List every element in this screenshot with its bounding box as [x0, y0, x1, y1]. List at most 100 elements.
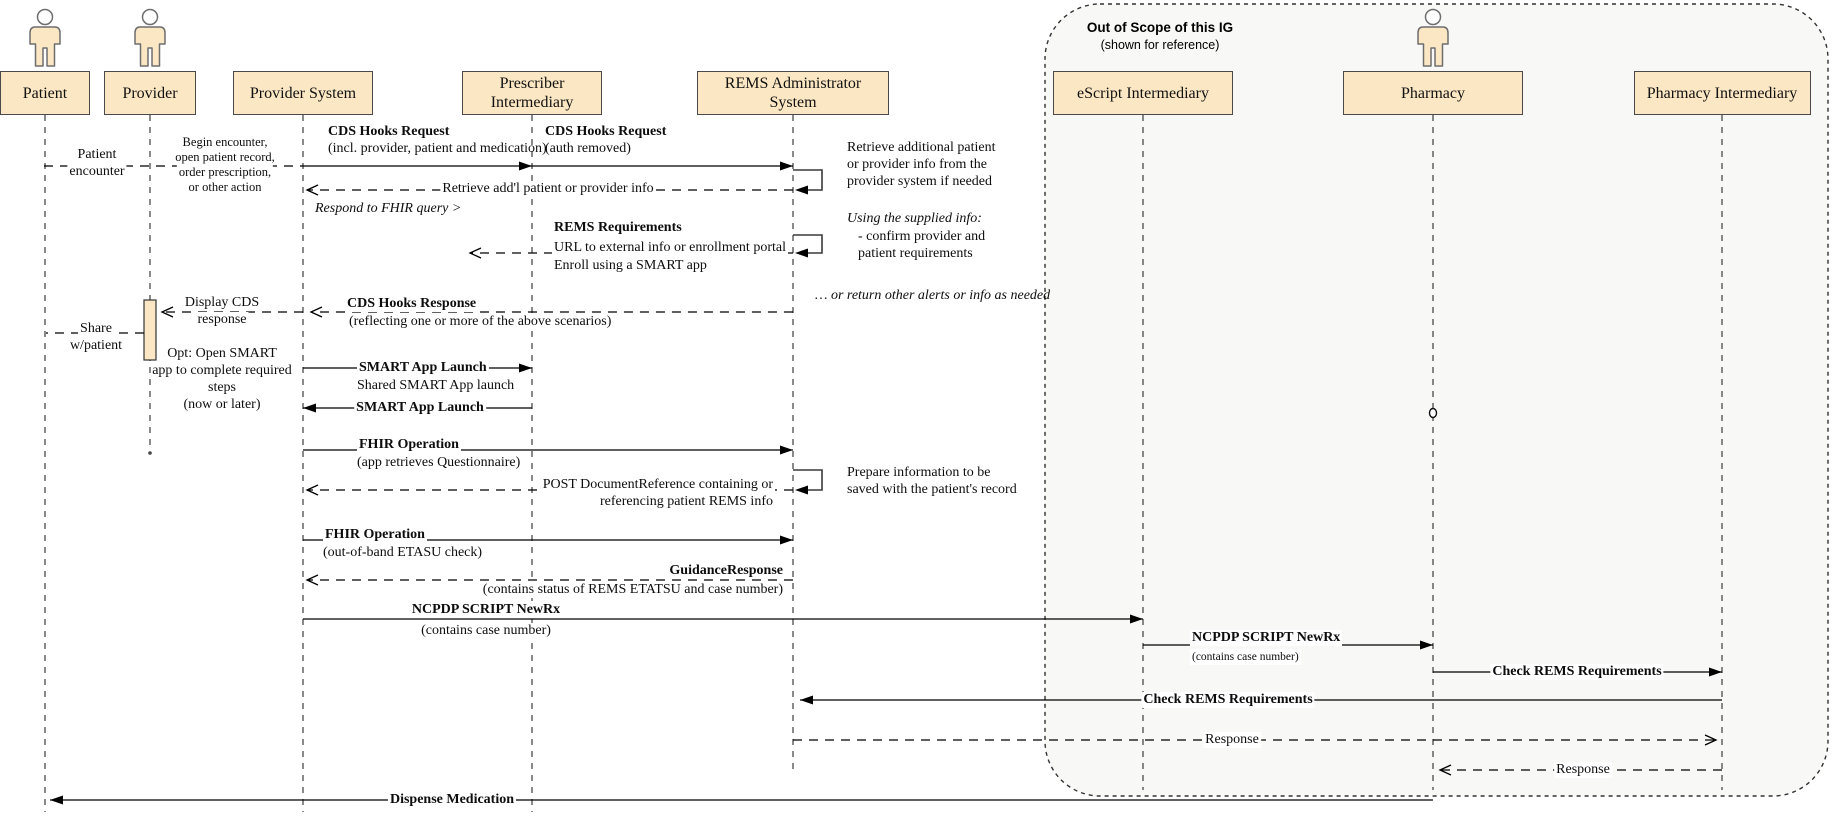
actor-box-pharmacy-intermediary: Pharmacy Intermediary [1633, 71, 1811, 115]
message-label-rems-requirements-2: URL to external info or enrollment porta… [552, 240, 788, 256]
message-label-post-documentreference-1: POST DocumentReference containing or [540, 477, 775, 493]
actor-box-provider-system: Provider System [233, 71, 373, 115]
actor-label-patient: Patient [22, 84, 68, 102]
actor-label-rems-administrator-system-line1: REMS Administrator [724, 75, 862, 92]
person-icon-provider [134, 26, 166, 67]
message-label-share-w-patient-2: w/patient [67, 338, 125, 354]
rems-self-loop-prepare [793, 469, 823, 491]
cds-hooks-request-2-arrowhead [780, 161, 793, 171]
actor-label-provider-system: Provider System [249, 84, 357, 102]
message-label-share-w-patient-1: Share [78, 321, 114, 337]
message-label-guidance-response-2: (contains status of REMS ETATSU and case… [480, 582, 785, 598]
message-label-patient-encounter-1: Patient [75, 147, 119, 163]
actor-box-escript-intermediary: eScript Intermediary [1053, 71, 1233, 115]
message-label-response-to-pharmacy-1: Response [1554, 762, 1612, 778]
provider-activation-bar [143, 299, 157, 361]
message-label-retrieve-addl-info-1: Retrieve add'l patient or provider info [440, 181, 656, 197]
message-label-ncpdp-script-newrx-2-2: (contains case number) [1190, 649, 1301, 665]
message-label-guidance-response-1: GuidanceResponse [667, 563, 785, 579]
actor-label-provider: Provider [122, 84, 178, 102]
message-label-cds-hooks-response-1: CDS Hooks Response [345, 296, 479, 312]
retrieve-additional-note-3: provider system if needed [847, 174, 993, 189]
actor-label-pharmacy: Pharmacy [1401, 84, 1465, 102]
message-label-cds-hooks-request-1-1: CDS Hooks Request [328, 124, 450, 139]
actor-box-provider: Provider [104, 71, 196, 115]
prepare-information-note-2: saved with the patient's record [847, 482, 1017, 497]
smart-app-launch-arrowhead [303, 403, 316, 413]
message-label-fhir-operation-etasu-2: (out-of-band ETASU check) [323, 545, 483, 560]
message-label-cds-hooks-request-2-2: (auth removed) [545, 141, 631, 156]
person-icon-pharmacy [1417, 26, 1449, 67]
respond-to-fhir-query-note: Respond to FHIR query > [315, 201, 462, 216]
message-label-smart-app-launch-shared-1: SMART App Launch [357, 360, 489, 376]
person-icon-head-provider [141, 8, 159, 26]
rems-self-loop-prepare-arrowhead [795, 485, 808, 495]
actor-box-patient: Patient [0, 71, 90, 115]
message-label-patient-encounter-5: order prescription, [176, 164, 274, 180]
message-label-fhir-operation-questionnaire-2: (app retrieves Questionnaire) [357, 455, 521, 470]
smart-app-launch-shared-arrowhead [519, 363, 532, 373]
actor-label-rems-administrator-system-line2: System [769, 94, 817, 111]
message-label-smart-app-launch-shared-2: Shared SMART App launch [357, 378, 515, 393]
actor-label-pharmacy-intermediary: Pharmacy Intermediary [1646, 84, 1798, 102]
message-label-smart-app-launch-1: SMART App Launch [354, 400, 486, 416]
message-label-response-to-pharmacy-intermediary-1: Response [1203, 732, 1261, 748]
ncpdp-script-newrx-1-arrowhead [1130, 614, 1143, 624]
prepare-information-note-1: Prepare information to be [847, 465, 991, 480]
message-label-cds-hooks-response-2: (reflecting one or more of the above sce… [347, 314, 614, 330]
rems-self-loop-confirm [793, 234, 823, 254]
message-label-check-rems-requirements-1-1: Check REMS Requirements [1490, 664, 1664, 680]
actor-label-prescriber-intermediary-line1: Prescriber [499, 75, 565, 92]
fhir-operation-etasu-arrowhead [780, 535, 793, 545]
using-supplied-info-note-3: patient requirements [858, 246, 973, 261]
rems-requirements-arrowhead [468, 247, 482, 259]
provider-lifeline-end-dot [148, 451, 152, 455]
fhir-operation-questionnaire-arrowhead [780, 445, 793, 455]
cds-hooks-response-arrowhead [309, 306, 323, 318]
actor-box-pharmacy: Pharmacy [1343, 71, 1523, 115]
other-alerts-note: … or return other alerts or info as need… [815, 288, 1051, 303]
opt-open-smart-note-2: app to complete required [152, 363, 292, 378]
message-label-rems-requirements-1: REMS Requirements [552, 220, 684, 236]
using-supplied-info-note-2: - confirm provider and [858, 229, 986, 244]
message-label-ncpdp-script-newrx-2-1: NCPDP SCRIPT NewRx [1190, 630, 1343, 646]
person-icon-patient [29, 26, 61, 67]
message-label-cds-hooks-request-2-1: CDS Hooks Request [545, 124, 667, 139]
cds-hooks-request-1-arrowhead [519, 161, 532, 171]
opt-open-smart-note-4: (now or later) [183, 397, 261, 412]
retrieve-additional-note-1: Retrieve additional patient [847, 140, 996, 155]
message-label-fhir-operation-questionnaire-1: FHIR Operation [357, 437, 461, 453]
message-label-display-cds-response-2: response [195, 312, 249, 328]
rems-self-loop-retrieve-arrowhead [795, 185, 808, 195]
pharmacy-lifeline-connector [1428, 407, 1438, 419]
opt-open-smart-note-1: Opt: Open SMART [167, 346, 277, 361]
actor-label-escript-intermediary: eScript Intermediary [1077, 84, 1209, 102]
retrieve-addl-info-arrowhead [305, 184, 319, 196]
rems-self-loop-retrieve [793, 169, 823, 191]
message-label-rems-requirements-3: Enroll using a SMART app [552, 258, 709, 274]
guidance-response-arrowhead [305, 574, 319, 586]
message-label-patient-encounter-2: encounter [67, 164, 127, 180]
message-label-ncpdp-script-newrx-1-2: (contains case number) [419, 623, 553, 639]
out-of-scope-subtitle: (shown for reference) [1100, 38, 1220, 52]
message-label-patient-encounter-6: or other action [186, 179, 264, 195]
response-to-pharmacy-arrowhead [1438, 764, 1452, 776]
message-label-ncpdp-script-newrx-1-1: NCPDP SCRIPT NewRx [409, 602, 563, 618]
message-label-fhir-operation-etasu-1: FHIR Operation [323, 527, 427, 543]
out-of-scope-title: Out of Scope of this IG [1086, 20, 1234, 35]
person-icon-head-pharmacy [1424, 8, 1442, 26]
post-documentreference-arrowhead [305, 484, 319, 496]
using-supplied-info-note-1: Using the supplied info: [847, 211, 982, 226]
ncpdp-script-newrx-2-arrowhead [1420, 640, 1433, 650]
out-of-scope-region [1044, 3, 1829, 797]
message-label-dispense-medication-1: Dispense Medication [387, 792, 517, 808]
rems-self-loop-confirm-arrowhead [795, 248, 808, 258]
retrieve-additional-note-2: or provider info from the [847, 157, 987, 172]
message-label-post-documentreference-2: referencing patient REMS info [597, 494, 775, 510]
opt-open-smart-note-3: steps [208, 380, 236, 395]
message-label-patient-encounter-3: Begin encounter, [180, 134, 270, 150]
